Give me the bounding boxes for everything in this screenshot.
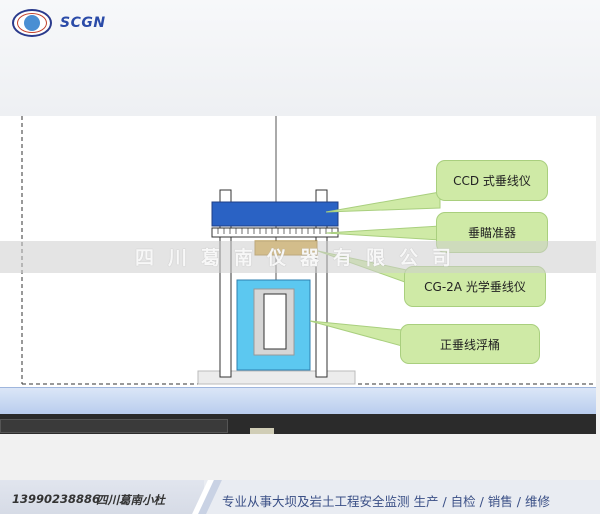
frame-post-left [219, 189, 232, 378]
watermark-text: 四川葛南仪器有限公司 [134, 247, 465, 269]
blue-strip [0, 387, 596, 414]
logo-text: SCGN [60, 15, 106, 31]
footer-company: 四川葛南小杜 [96, 493, 165, 507]
ccd-instrument [211, 201, 339, 227]
label-float: 正垂线浮桶 [400, 324, 540, 364]
float-core [263, 293, 287, 350]
frame-post-right [315, 189, 328, 378]
footer-left-panel [0, 480, 204, 514]
footer-slogan: 专业从事大坝及岩土工程安全监测 生产 / 自检 / 销售 / 维修 [222, 494, 550, 509]
label-ccd: CCD 式垂线仪 [436, 160, 548, 201]
dark-chip [250, 428, 274, 434]
grey-area [0, 434, 600, 480]
company-logo-icon [12, 9, 52, 37]
footer-phone: 13990238886 [12, 492, 101, 506]
leader-collimator [325, 225, 441, 241]
watermark-band [0, 241, 600, 273]
right-edge [596, 116, 600, 480]
page-header [0, 0, 600, 116]
leader-ccd [325, 191, 441, 213]
collimator-plate [211, 227, 339, 238]
dark-slot [0, 419, 228, 433]
